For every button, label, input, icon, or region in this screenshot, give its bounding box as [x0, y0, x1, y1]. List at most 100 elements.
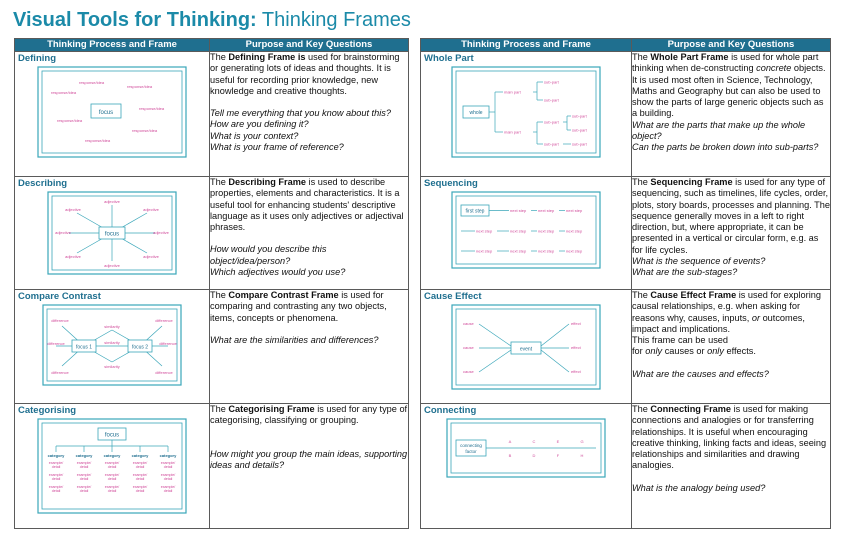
svg-text:example/: example/ [133, 473, 148, 477]
svg-text:adjective: adjective [55, 230, 72, 235]
categorising-q1: How might you group the main ideas, supp… [210, 448, 408, 470]
svg-text:adjective: adjective [65, 254, 82, 259]
svg-text:sub-part: sub-part [544, 98, 560, 103]
svg-text:detail: detail [108, 465, 117, 469]
left-header-purpose: Purpose and Key Questions [209, 38, 409, 52]
describing-frame-cell: Describing focus adjective adjective adj… [14, 176, 210, 290]
cause-labels: cause cause cause effect effect effect [463, 321, 582, 374]
categorising-desc-cell: The Categorising Frame is used for any t… [209, 403, 409, 529]
page-title-light: Thinking Frames [256, 9, 411, 31]
svg-text:response/idea: response/idea [127, 84, 153, 89]
compare-label: Compare Contrast [18, 291, 101, 302]
wholepart-q2: Can the parts be broken down into sub-pa… [632, 142, 819, 153]
svg-text:detail: detail [164, 477, 173, 481]
svg-text:B: B [509, 453, 512, 458]
svg-text:detail: detail [164, 465, 173, 469]
svg-text:A: A [509, 439, 512, 444]
svg-text:sub-part: sub-part [572, 142, 588, 147]
svg-text:similarity: similarity [104, 364, 120, 369]
svg-text:sub-part: sub-part [572, 114, 588, 119]
svg-text:difference: difference [51, 318, 69, 323]
svg-text:H: H [581, 453, 584, 458]
svg-text:example/: example/ [105, 473, 120, 477]
svg-text:next step: next step [476, 249, 493, 254]
svg-text:response/idea: response/idea [79, 80, 105, 85]
defining-q2: How are you defining it? [210, 119, 309, 130]
svg-text:detail: detail [80, 465, 89, 469]
connecting-desc-cell: The Connecting Frame is used for making … [631, 403, 831, 529]
svg-text:adjective: adjective [65, 207, 82, 212]
sequencing-steps: next step next step next step next step … [476, 208, 583, 254]
svg-text:example/: example/ [161, 473, 176, 477]
svg-text:next step: next step [538, 249, 555, 254]
svg-text:next step: next step [538, 229, 555, 234]
describing-label: Describing [18, 178, 68, 189]
cause-q1: What are the causes and effects? [632, 368, 769, 379]
svg-text:next step: next step [510, 249, 527, 254]
svg-text:adjective: adjective [104, 263, 121, 268]
defining-q3: What is your context? [210, 130, 299, 141]
sequencing-q1: What is the sequence of events? [632, 256, 766, 267]
wholepart-parts: main part main part sub-part sub-part su… [504, 80, 588, 147]
describing-adjectives: adjective adjective adjective adjective … [55, 199, 170, 268]
connecting-factor-2: factor [465, 449, 477, 454]
compare-labels: similarity similarity similarity differe… [47, 318, 177, 375]
svg-text:detail: detail [52, 465, 61, 469]
categorising-frame-cell: Categorising focus category category cat… [14, 403, 210, 529]
svg-text:example/: example/ [105, 485, 120, 489]
svg-text:category: category [104, 453, 121, 458]
svg-text:main part: main part [504, 90, 522, 95]
svg-text:response/idea: response/idea [57, 118, 83, 123]
svg-text:response/idea: response/idea [85, 138, 111, 143]
svg-text:next step: next step [566, 249, 583, 254]
svg-text:detail: detail [80, 489, 89, 493]
svg-text:next step: next step [476, 229, 493, 234]
connecting-letters: A C E G B D F H [509, 439, 584, 458]
svg-text:detail: detail [80, 477, 89, 481]
describing-q2: Which adjectives would you use? [210, 267, 346, 278]
svg-text:G: G [580, 439, 583, 444]
svg-text:sub-part: sub-part [544, 80, 560, 85]
svg-text:difference: difference [47, 341, 65, 346]
cause-desc-cell: The Cause Effect Frame is used for explo… [631, 289, 831, 404]
svg-text:example/: example/ [161, 485, 176, 489]
svg-text:sub-part: sub-part [572, 128, 588, 133]
defining-q1: Tell me everything that you know about t… [210, 108, 391, 119]
svg-text:example/: example/ [49, 473, 64, 477]
svg-text:adjective: adjective [143, 254, 160, 259]
sequencing-q2: What are the sub-stages? [632, 267, 738, 278]
svg-text:example/: example/ [133, 461, 148, 465]
svg-text:detail: detail [52, 489, 61, 493]
describing-q1: How would you describe this object/idea/… [210, 244, 327, 266]
svg-text:effect: effect [571, 321, 582, 326]
categorising-categories: category category category category cate… [48, 453, 177, 458]
svg-text:category: category [76, 453, 93, 458]
svg-text:detail: detail [136, 489, 145, 493]
right-header-purpose: Purpose and Key Questions [631, 38, 831, 52]
svg-text:detail: detail [136, 477, 145, 481]
wholepart-label: Whole Part [424, 53, 474, 64]
svg-text:category: category [48, 453, 65, 458]
svg-text:detail: detail [108, 477, 117, 481]
defining-diagram: focus response/idea response/idea respon… [37, 66, 187, 158]
categorising-label: Categorising [18, 405, 77, 416]
svg-text:difference: difference [155, 370, 173, 375]
svg-text:example/: example/ [49, 485, 64, 489]
svg-text:effect: effect [571, 345, 582, 350]
svg-text:difference: difference [159, 341, 177, 346]
svg-text:detail: detail [136, 465, 145, 469]
compare-focus1: focus 1 [76, 345, 92, 351]
svg-text:example/: example/ [161, 461, 176, 465]
defining-desc-cell: The Defining Frame is used for brainstor… [209, 51, 409, 177]
svg-text:example/: example/ [77, 461, 92, 465]
left-frames-table: Thinking Process and Frame Purpose and K… [14, 38, 409, 529]
connecting-factor-1: connecting [460, 443, 482, 448]
defining-q4: What is your frame of reference? [210, 142, 344, 153]
cause-diagram: event cause cause cause effect effect ef… [451, 304, 601, 390]
connecting-q1: What is the analogy being used? [632, 482, 766, 493]
right-frames-table: Thinking Process and Frame Purpose and K… [420, 38, 831, 529]
svg-text:adjective: adjective [143, 207, 160, 212]
svg-text:category: category [132, 453, 149, 458]
svg-text:E: E [557, 439, 560, 444]
sequencing-label: Sequencing [424, 178, 478, 189]
